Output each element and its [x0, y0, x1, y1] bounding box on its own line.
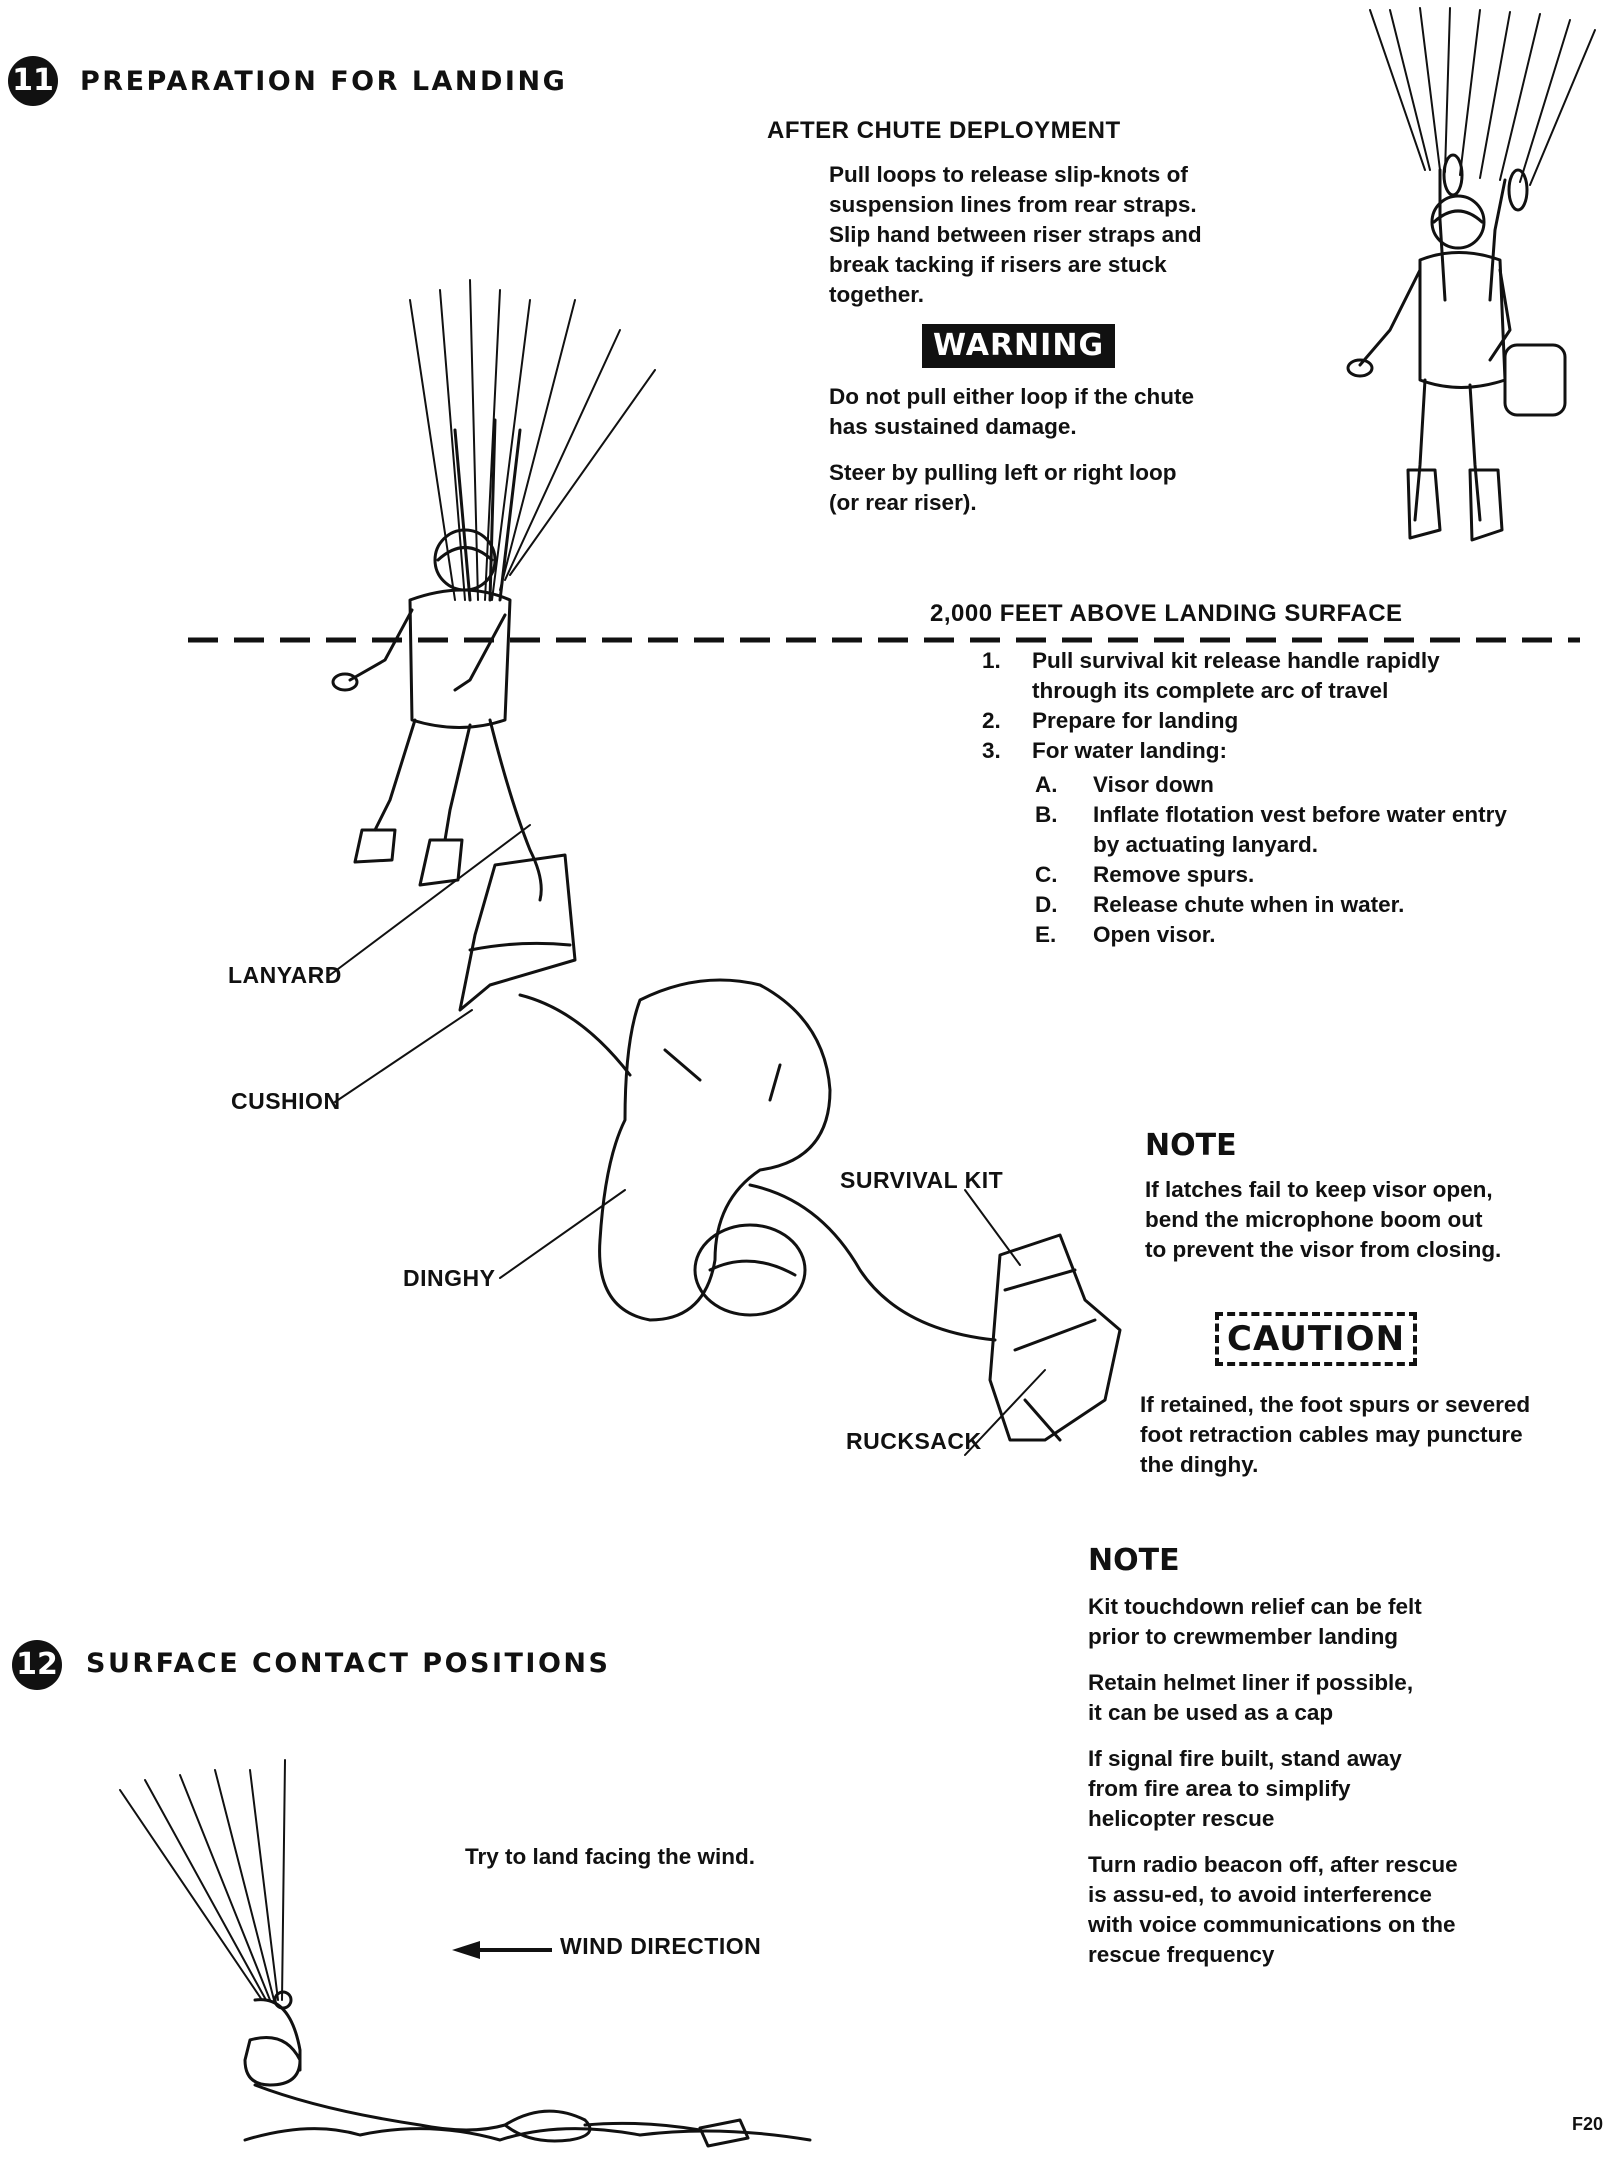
altitude-step: 2. Prepare for landing: [982, 708, 1239, 733]
altitude-heading: 2,000 FEET ABOVE LANDING SURFACE: [930, 600, 1403, 627]
steer-text: Steer by pulling left or right loop (or …: [829, 460, 1177, 515]
callout-leaders: [329, 824, 1046, 1456]
section-12-title: SURFACE CONTACT POSITIONS: [86, 1648, 611, 1679]
substep: B. Inflate flotation vest before water e…: [1035, 802, 1507, 857]
cushion-callout: CUSHION: [231, 1088, 341, 1114]
page-tag: F20: [1572, 2114, 1603, 2134]
after-deploy-heading: AFTER CHUTE DEPLOYMENT: [767, 117, 1121, 144]
parachutist-top-right-illustration: [1346, 7, 1596, 542]
step-number-12: 12: [12, 1640, 62, 1690]
surface-landing-illustration: [119, 1759, 812, 2148]
wind-direction-arrow: [452, 1941, 552, 1959]
altitude-step: 3. For water landing:: [982, 738, 1228, 763]
note-2-paragraph: If signal fire built, stand away from fi…: [1088, 1746, 1402, 1831]
note-2-paragraph: Kit touchdown relief can be felt prior t…: [1088, 1594, 1422, 1649]
dinghy-callout: DINGHY: [403, 1265, 496, 1291]
parachutist-main-illustration: [331, 279, 656, 902]
substep: A. Visor down: [1035, 772, 1214, 797]
warning-label: WARNING: [922, 324, 1116, 368]
section-11-title: PREPARATION FOR LANDING: [80, 66, 568, 97]
after-deploy-text: Pull loops to release slip-knots of susp…: [829, 162, 1202, 307]
substep: D. Release chute when in water.: [1035, 892, 1405, 917]
survival-kit-chain-illustration: [458, 853, 1122, 1442]
rucksack-callout: RUCKSACK: [846, 1428, 982, 1454]
land-facing-wind-text: Try to land facing the wind.: [465, 1844, 756, 1869]
substep: E. Open visor.: [1035, 922, 1216, 947]
caution-text: If retained, the foot spurs or severed f…: [1140, 1392, 1531, 1477]
caution-label: CAUTION: [1215, 1312, 1418, 1366]
water-landing-substeps: A. Visor down B. Inflate flotation vest …: [1035, 770, 1507, 950]
altitude-step: 1. Pull survival kit release handle rapi…: [982, 648, 1440, 703]
note-1-label: NOTE: [1145, 1128, 1237, 1163]
step-number-11: 11: [8, 56, 58, 106]
warning-text: Do not pull either loop if the chute has…: [829, 384, 1194, 439]
wind-direction-label: WIND DIRECTION: [560, 1933, 762, 1959]
note-2-text: Kit touchdown relief can be felt prior t…: [1088, 1592, 1458, 1970]
lanyard-callout: LANYARD: [228, 962, 342, 988]
note-2-paragraph: Turn radio beacon off, after rescue is a…: [1088, 1852, 1458, 1967]
altitude-steps-list: 1. Pull survival kit release handle rapi…: [982, 646, 1440, 766]
note-1-text: If latches fail to keep visor open, bend…: [1145, 1177, 1502, 1262]
survival-kit-callout: SURVIVAL KIT: [840, 1167, 1004, 1193]
substep: C. Remove spurs.: [1035, 862, 1255, 887]
note-2-label: NOTE: [1088, 1543, 1180, 1578]
note-2-paragraph: Retain helmet liner if possible, it can …: [1088, 1670, 1414, 1725]
